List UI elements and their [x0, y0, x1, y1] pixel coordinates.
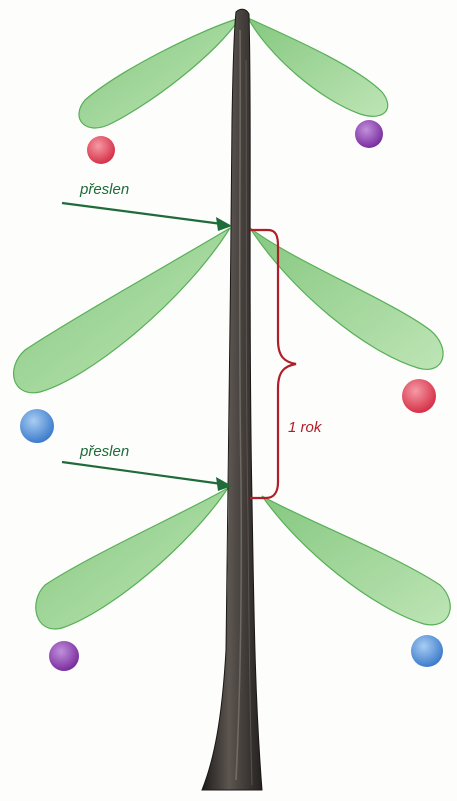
trunk-bark-line — [245, 59, 253, 786]
branch-top-right — [246, 16, 389, 117]
ornament-bottom-right — [411, 635, 443, 667]
branch-middle-left — [12, 227, 231, 394]
ornament-middle-left — [20, 409, 54, 443]
branch-top-left — [78, 16, 242, 129]
branch-middle-right — [249, 227, 444, 370]
ornament-middle-right — [402, 379, 436, 413]
year-label: 1 rok — [288, 419, 323, 436]
whorl-lower-arrow — [61, 460, 232, 491]
whorl-lower-label: přeslen — [79, 443, 129, 460]
whorl-upper-arrow — [61, 201, 232, 231]
year-bracket — [250, 228, 297, 500]
whorl-upper-label: přeslen — [79, 181, 129, 198]
ornament-bottom-left — [49, 641, 79, 671]
branch-bottom-right — [261, 495, 451, 626]
branch-bottom-left — [35, 487, 229, 630]
ornament-top-left — [87, 136, 115, 164]
tree-trunk — [201, 8, 263, 791]
trunk-bark-line — [235, 29, 243, 781]
ornament-top-right — [355, 120, 383, 148]
